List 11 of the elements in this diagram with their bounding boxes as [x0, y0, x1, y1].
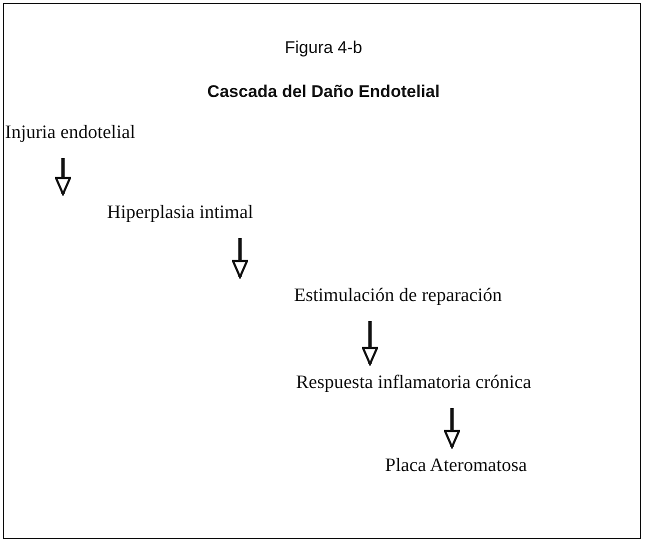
- figure-caption: Figura 4-b: [284, 38, 364, 58]
- step-text: Hiperplasia intimal: [107, 202, 254, 224]
- block-arrow: [444, 408, 460, 448]
- block-arrow: [232, 238, 248, 278]
- step-text: Respuesta inflamatoria crónica: [296, 372, 532, 394]
- diagram-title: Cascada del Daño Endotelial: [206, 82, 441, 102]
- step-text: Placa Ateromatosa: [385, 455, 527, 477]
- step-text: Injuria endotelial: [5, 122, 136, 144]
- block-arrow: [54, 158, 72, 196]
- step-text: Estimulación de reparación: [294, 285, 502, 307]
- block-arrow: [362, 321, 378, 366]
